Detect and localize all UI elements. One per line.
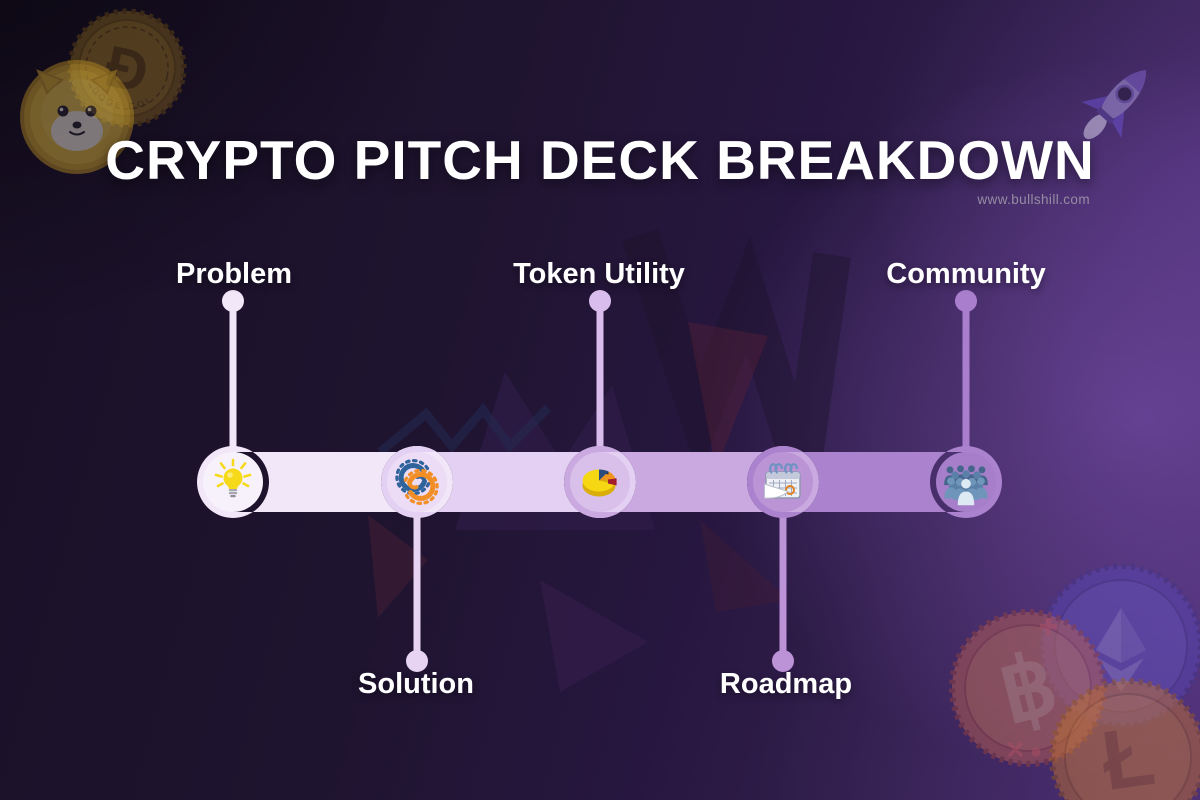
step-label-token-utility: Token Utility (513, 258, 685, 290)
calendar-icon (764, 463, 801, 499)
lightbulb-icon (214, 458, 252, 498)
pie-chart-icon (582, 469, 617, 497)
website-url: www.bullshill.com (977, 192, 1090, 207)
dot-token-utility (589, 290, 611, 312)
step-label-roadmap: Roadmap (719, 668, 853, 700)
litecoin-icon: Ł (1049, 678, 1200, 800)
timeline-stems (222, 290, 977, 672)
dot-problem (222, 290, 244, 312)
timeline-segment (381, 445, 637, 519)
dot-community (955, 290, 977, 312)
step-label-community: Community (886, 258, 1046, 290)
timeline-segment (563, 445, 819, 519)
step-label-solution: Solution (358, 668, 474, 700)
sparkle-decorations (1008, 618, 1057, 757)
timeline-segments (197, 445, 1002, 519)
dot-solution (406, 650, 428, 672)
gears-icon (395, 458, 439, 506)
timeline-segment (197, 446, 453, 518)
dot-roadmap (772, 650, 794, 672)
step-label-problem: Problem (175, 258, 293, 290)
rocket-icon (1081, 70, 1147, 140)
dogecoin-icon: Ð DOGE COIN (67, 8, 187, 128)
shiba-coin-icon (20, 60, 134, 174)
page-title: CRYPTO PITCH DECK BREAKDOWN (105, 129, 1095, 191)
timeline-segment (747, 446, 1002, 518)
